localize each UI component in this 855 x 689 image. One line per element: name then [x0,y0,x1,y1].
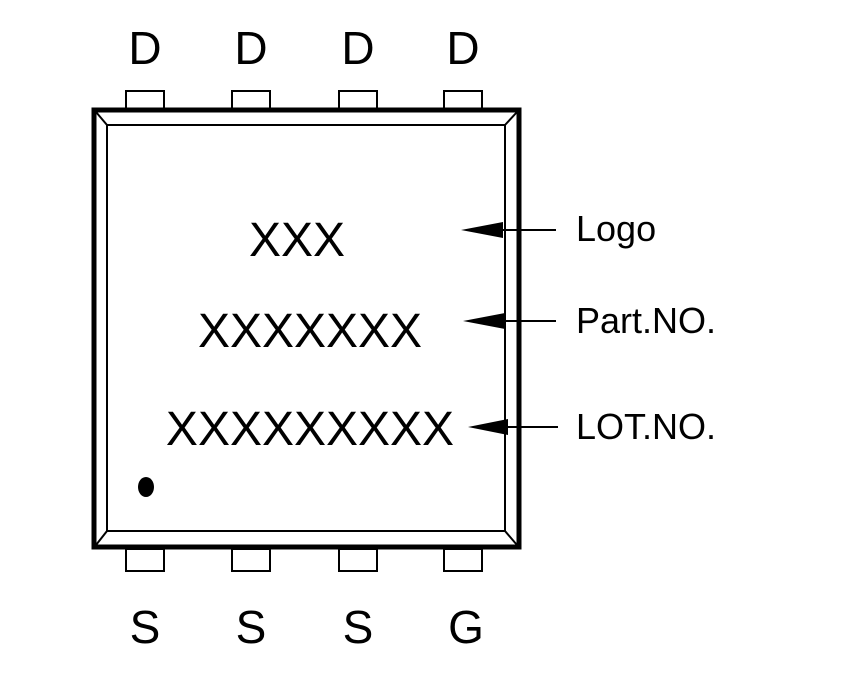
bottom-pin-lead-4 [443,548,483,572]
top-pin-label-2: D [234,22,267,74]
top-pin-label-4: D [446,22,479,74]
top-pin-lead-4 [443,90,483,110]
package-body [91,107,522,550]
bottom-pin-lead-1 [125,548,165,572]
top-pin-lead-2 [231,90,271,110]
bevel-corner-bottom-right [504,530,518,546]
top-pin-label-3: D [341,22,374,74]
part-no-callout-label: Part.NO. [576,300,716,341]
lot-no-callout-arrow [468,419,558,435]
bottom-pin-label-2: S [236,601,267,653]
part-no-marking: XXXXXXX [198,305,422,358]
bevel-corner-top-left [95,111,108,126]
bottom-pin-label-4: G [448,601,484,653]
bevel-corner-bottom-left [95,530,108,546]
bottom-pin-label-1: S [130,601,161,653]
lot-no-callout-label: LOT.NO. [576,406,716,447]
top-pin-leads [125,90,483,110]
logo-callout-label: Logo [576,208,656,249]
top-pin-lead-3 [338,90,378,110]
part-no-callout-arrow [463,313,556,329]
bottom-pin-lead-3 [338,548,378,572]
top-pin-label-1: D [128,22,161,74]
bottom-pin-leads [125,548,483,572]
bottom-pin-lead-2 [231,548,271,572]
logo-marking: XXX [249,214,345,267]
logo-callout-arrow [461,222,556,238]
package-outline [91,107,522,550]
lot-no-marking: XXXXXXXXX [166,403,454,456]
bottom-pin-label-3: S [343,601,374,653]
top-pin-lead-1 [125,90,165,110]
pin1-indicator-dot [138,477,154,497]
bevel-corner-top-right [504,111,518,126]
